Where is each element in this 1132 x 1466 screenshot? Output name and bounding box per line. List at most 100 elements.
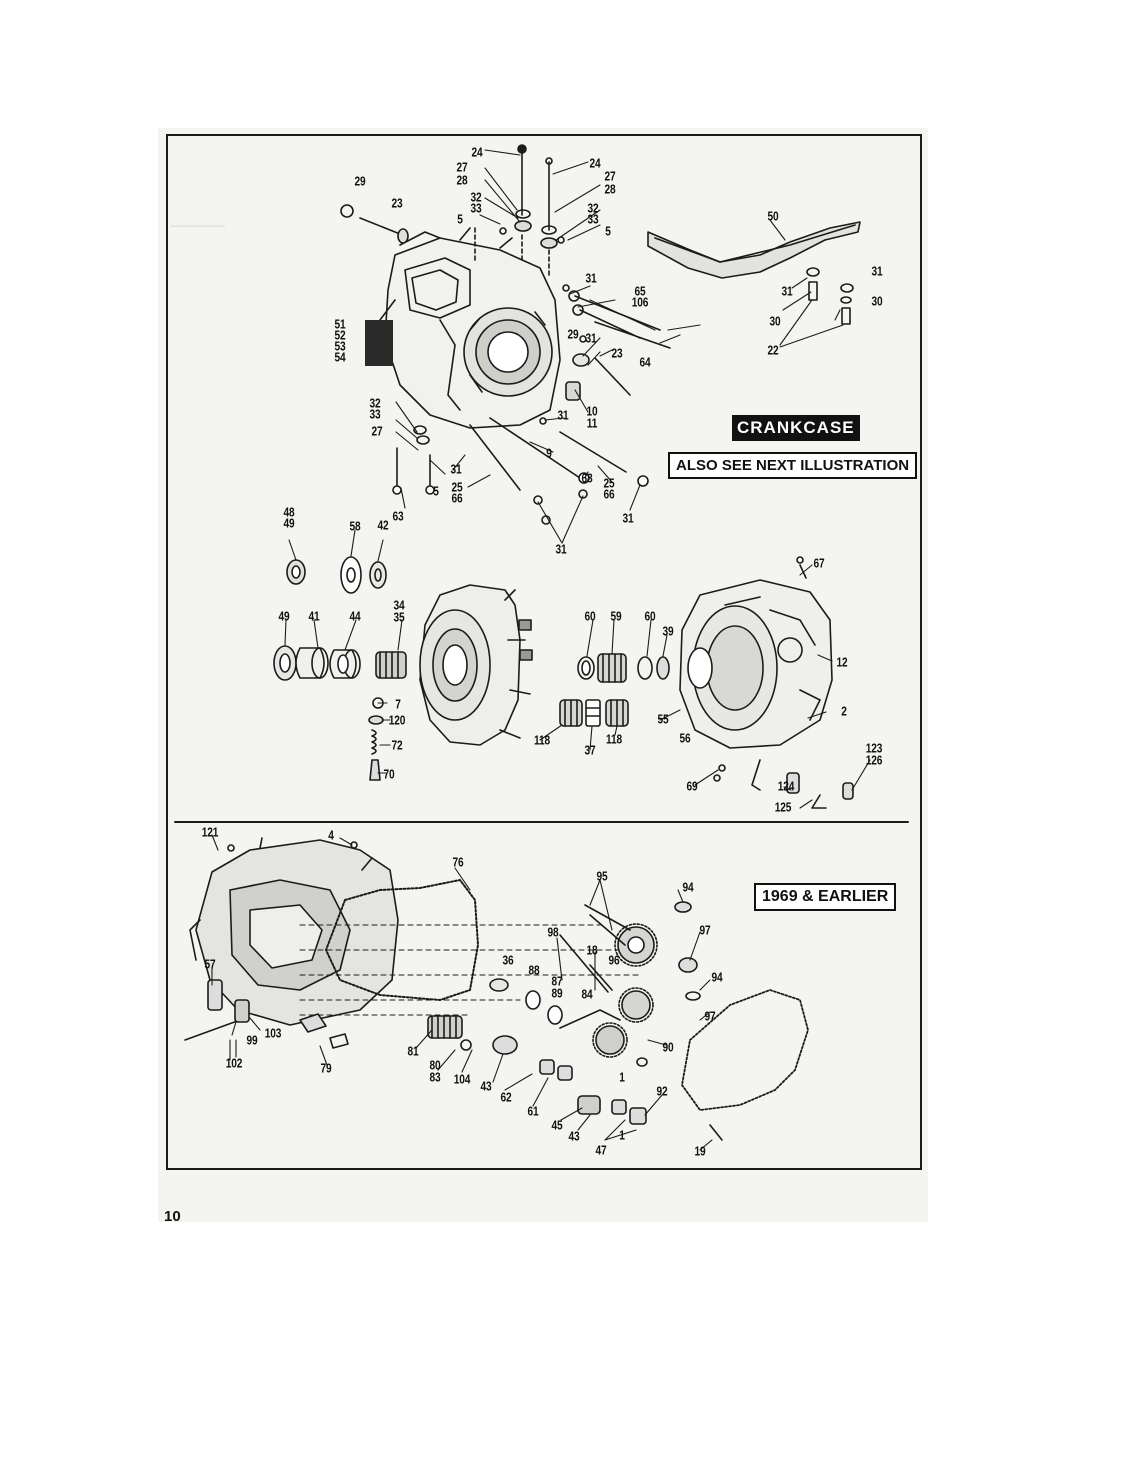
callout: 90 (662, 1039, 674, 1055)
callout: 35 (393, 609, 405, 625)
callout: 81 (407, 1043, 419, 1059)
callout: 31 (585, 330, 597, 346)
callout: 51 (334, 316, 346, 332)
leader-lines-middle (284, 529, 871, 809)
callout: 52 (334, 327, 346, 343)
callout: 49 (278, 608, 290, 624)
callout: 25 (603, 475, 615, 491)
callout: 57 (204, 956, 216, 972)
callout: 58 (349, 518, 361, 534)
callout: 62 (500, 1089, 512, 1105)
callout: 76 (452, 854, 464, 870)
callout: 31 (871, 263, 883, 279)
callout: 121 (201, 824, 219, 840)
callout: 66 (603, 486, 615, 502)
callout: 44 (349, 608, 361, 624)
callout: 65 (634, 283, 646, 299)
callout: 92 (656, 1083, 668, 1099)
callout: 11 (586, 415, 598, 431)
earlier-crankcase-section (174, 821, 909, 1141)
callout: 30 (871, 293, 883, 309)
callout: 36 (502, 952, 514, 968)
callout: 87 (551, 973, 563, 989)
callout: 70 (383, 766, 395, 782)
callout: 25 (451, 479, 463, 495)
illustration-frame (166, 134, 922, 1170)
callout: 31 (585, 270, 597, 286)
leader-lines-top (395, 149, 844, 544)
callout: 12 (836, 654, 848, 670)
callout: 30 (769, 313, 781, 329)
callout: 98 (547, 924, 559, 940)
callout: 61 (527, 1103, 539, 1119)
also-see-next-illustration-label: ALSO SEE NEXT ILLUSTRATION (668, 452, 918, 479)
callout: 123 (865, 740, 883, 756)
crankcase-main-view (340, 144, 671, 525)
callout: 59 (610, 608, 622, 624)
callout: 95 (596, 868, 608, 884)
callout: 102 (225, 1055, 243, 1071)
callout: 1 (619, 1069, 625, 1085)
callout: 68 (581, 470, 593, 486)
callout: 28 (604, 181, 616, 197)
callout: 18 (586, 942, 598, 958)
callout: 79 (320, 1060, 332, 1076)
callout: 60 (584, 608, 596, 624)
callout: 29 (567, 326, 579, 342)
callout: 23 (611, 345, 623, 361)
callout: 31 (781, 283, 793, 299)
callout: 28 (456, 172, 468, 188)
large-gear (614, 923, 658, 967)
callout: 80 (429, 1057, 441, 1073)
callout: 106 (631, 294, 649, 310)
callout: 118 (534, 732, 550, 748)
callout: 32 (470, 189, 482, 205)
callout: 50 (767, 208, 779, 224)
callout: 33 (587, 211, 599, 227)
callout: 10 (586, 403, 598, 419)
callout: 32 (369, 395, 381, 411)
support-bracket (647, 221, 861, 325)
callout: 31 (450, 461, 462, 477)
callout: 103 (264, 1025, 282, 1041)
callout: 54 (334, 349, 346, 365)
callout: 23 (391, 195, 403, 211)
callout: 33 (369, 406, 381, 422)
callout: 63 (392, 508, 404, 524)
callout: 118 (606, 731, 622, 747)
callout: 31 (555, 541, 567, 557)
callout: 41 (308, 608, 320, 624)
crankcase-title-label: CRANKCASE (732, 415, 860, 441)
callout: 43 (568, 1128, 580, 1144)
callout: 99 (246, 1032, 258, 1048)
page-number: 10 (164, 1208, 181, 1225)
callout: 48 (283, 504, 295, 520)
callout: 22 (767, 342, 779, 358)
callout: 72 (391, 737, 403, 753)
middle-bearing-section (273, 556, 854, 809)
callout: 97 (704, 1008, 716, 1024)
callout: 53 (334, 338, 346, 354)
callout: 104 (453, 1071, 471, 1087)
callout: 24 (471, 144, 483, 160)
callout: 31 (557, 407, 569, 423)
callout: 27 (456, 159, 468, 175)
callout: 9 (546, 445, 552, 461)
callout: 37 (584, 742, 596, 758)
callout: 27 (604, 168, 616, 184)
callout: 124 (777, 778, 795, 794)
callout: 120 (388, 712, 406, 728)
callout: 5 (433, 483, 439, 499)
callout: 94 (711, 969, 723, 985)
callout: 5 (457, 211, 463, 227)
callout: 42 (377, 517, 389, 533)
callout: 126 (865, 752, 883, 768)
callout: 88 (528, 962, 540, 978)
callout: 43 (480, 1078, 492, 1094)
callout: 27 (371, 423, 383, 439)
callout: 31 (622, 510, 634, 526)
callout: 39 (662, 623, 674, 639)
callout: 34 (393, 597, 405, 613)
callout: 55 (657, 711, 669, 727)
callout: 125 (774, 799, 792, 815)
